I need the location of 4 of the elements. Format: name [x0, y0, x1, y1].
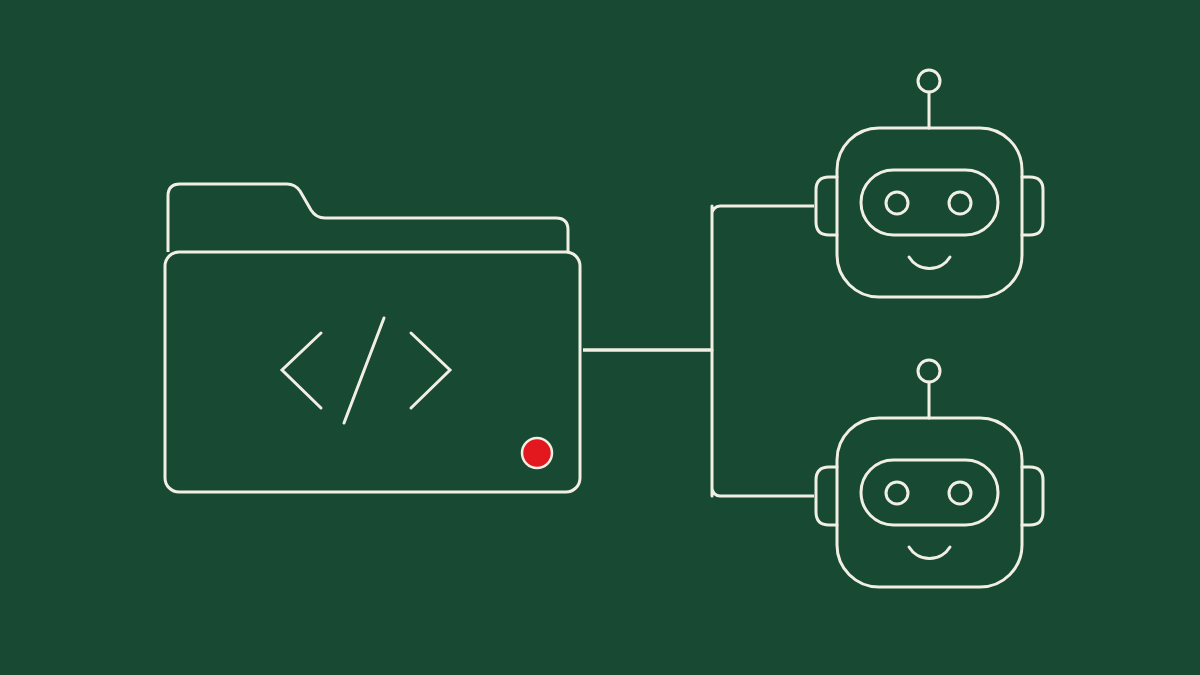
connector-line — [583, 348, 814, 498]
folder-icon — [163, 182, 583, 495]
robot-icon — [814, 357, 1046, 589]
robot-icon — [814, 67, 1046, 299]
